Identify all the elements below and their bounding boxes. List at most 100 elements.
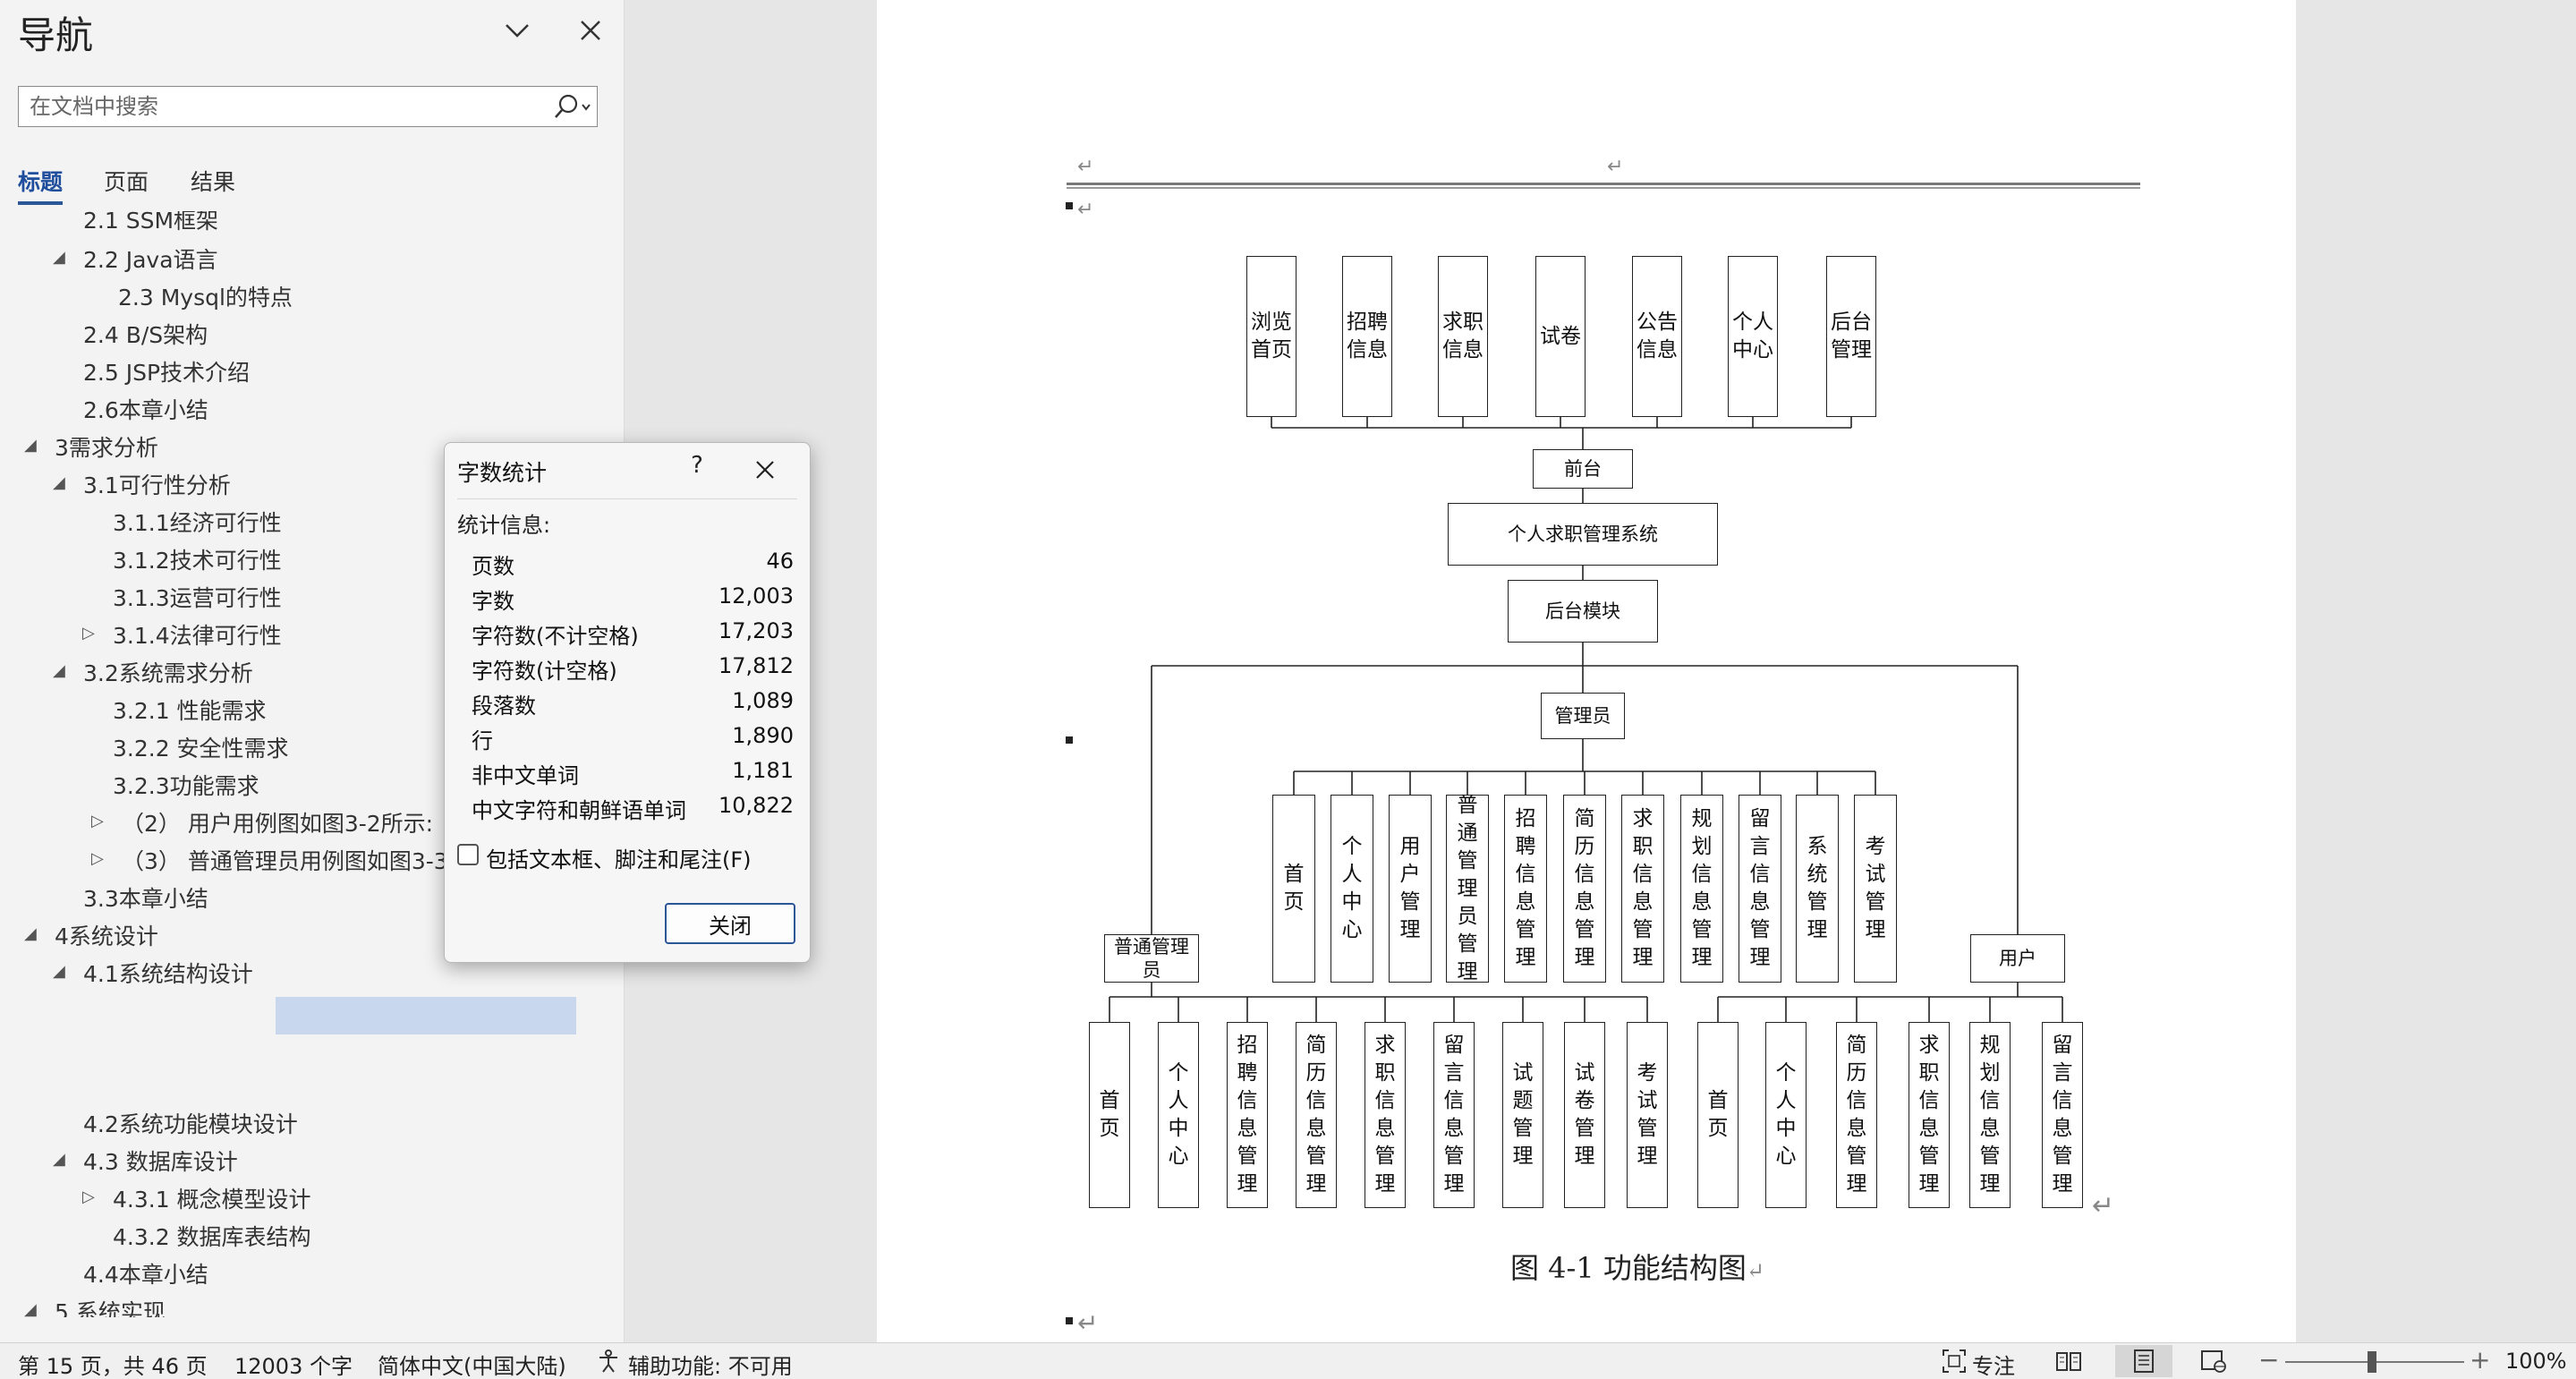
user-box-label: 用户 [1999,948,2036,969]
nav-heading-item[interactable]: ▷4.3.1 概念模型设计 [82,1182,311,1218]
nav-heading-label: 5 系统实现 [55,1299,166,1317]
tab-pages[interactable]: 页面 [104,169,149,195]
zoom-in-button[interactable]: + [2470,1345,2491,1375]
page-count[interactable]: 第 15 页，共 46 页 [18,1354,208,1379]
nav-heading-item[interactable]: 3.1.3运营可行性 [113,581,282,617]
search-icon[interactable] [548,90,597,123]
nav-heading-item[interactable]: 4.4本章小结 [83,1257,208,1293]
expanded-triangle-icon[interactable]: ◢ [53,248,65,267]
expanded-triangle-icon[interactable]: ◢ [24,924,37,943]
nav-heading-item[interactable]: ◢3需求分析 [24,430,158,466]
frontend-box-label: 前台 [1564,458,1602,480]
nav-heading-item[interactable]: 2.5 JSP技术介绍 [83,355,250,391]
expanded-triangle-icon[interactable]: ◢ [24,436,37,455]
close-icon[interactable] [749,454,781,486]
stat-value: 17,812 [718,653,794,678]
help-button[interactable]: ? [691,452,703,479]
include-textboxes-checkbox[interactable] [457,844,479,865]
nav-heading-label: （3） 普通管理员用例图如图3-3所示 [122,848,493,874]
paragraph-bullet [1066,202,1073,209]
language[interactable]: 简体中文(中国大陆) [378,1354,566,1379]
admin-module-box: 用户管理 [1389,795,1432,983]
admin-module-box-label: 个人中心 [1341,835,1363,941]
frontend-module-box: 公告信息 [1632,256,1682,417]
accessibility-icon[interactable] [594,1347,623,1375]
chevron-down-icon[interactable] [499,13,535,48]
nav-heading-label: 4.2系统功能模块设计 [83,1111,298,1137]
nav-heading-item[interactable]: ◢3.2系统需求分析 [53,656,253,692]
normal-admin-module-box: 简历信息管理 [1296,1022,1337,1208]
search-input[interactable] [19,87,547,126]
print-layout-icon[interactable] [2130,1347,2158,1375]
user-module-box-label: 个人中心 [1775,1061,1797,1168]
paragraph-mark: ↵ [1077,1308,1099,1338]
expanded-triangle-icon[interactable]: ◢ [53,962,65,981]
nav-heading-item[interactable]: ◢2.2 Java语言 [53,243,218,278]
nav-heading-label: 3.3本章小结 [83,886,208,912]
accessibility-status[interactable]: 辅助功能: 不可用 [628,1354,793,1379]
admin-module-box: 求职信息管理 [1621,795,1664,983]
stat-label: 字符数(计空格) [472,659,617,684]
nav-search-box [18,86,598,127]
admin-module-box-label: 用户管理 [1399,835,1421,941]
header-rule [1067,187,2140,189]
admin-module-box: 个人中心 [1331,795,1373,983]
collapsed-triangle-icon[interactable]: ▷ [91,849,104,868]
zoom-out-button[interactable]: − [2258,1345,2280,1375]
expanded-triangle-icon[interactable]: ◢ [24,1300,37,1317]
web-layout-icon[interactable] [2199,1347,2228,1375]
document-page[interactable]: ↵ ↵ ↵ 浏览首页招聘信息求职信息试卷公告信息个人中心后台管理前台个人求职管理… [877,0,2296,1342]
nav-heading-item[interactable]: 3.2.1 性能需求 [113,694,267,729]
nav-heading-item[interactable]: 4.2系统功能模块设计 [83,1107,298,1143]
nav-heading-item[interactable]: 2.6本章小结 [83,393,208,429]
normal-admin-box-label: 普通管理员 [1114,936,1189,981]
collapsed-triangle-icon[interactable]: ▷ [82,624,95,643]
focus-mode[interactable]: 专注 [1972,1354,2015,1379]
collapsed-triangle-icon[interactable]: ▷ [82,1187,95,1206]
zoom-slider-thumb[interactable] [2368,1351,2376,1373]
frontend-module-box: 求职信息 [1438,256,1488,417]
tab-headings[interactable]: 标题 [18,169,64,195]
user-module-box: 求职信息管理 [1909,1022,1950,1208]
dialog-divider [457,498,797,499]
tab-selected-indicator [18,201,63,205]
nav-heading-item[interactable]: ▷（2） 用户用例图如图3-2所示: [91,806,433,842]
close-button[interactable]: 关闭 [665,903,795,944]
nav-heading-item[interactable]: 2.3 Mysql的特点 [118,280,293,316]
nav-heading-item[interactable]: 3.2.3功能需求 [113,769,259,804]
read-mode-icon[interactable] [2054,1347,2083,1375]
close-icon[interactable] [573,13,608,48]
nav-heading-item[interactable]: 4.3.2 数据库表结构 [113,1220,311,1256]
nav-heading-item[interactable]: 2.1 SSM框架 [83,211,218,239]
nav-heading-item[interactable]: 2.4 B/S架构 [83,318,208,353]
frontend-module-box: 试卷 [1535,256,1586,417]
focus-icon[interactable] [1940,1347,1968,1375]
nav-heading-item[interactable]: ◢4.1系统结构设计 [53,957,253,992]
user-module-box-label: 规划信息管理 [1979,1034,2001,1196]
nav-heading-item[interactable]: ◢4系统设计 [24,919,158,955]
nav-heading-item[interactable]: ▷3.1.4法律可行性 [82,618,282,654]
nav-heading-item[interactable]: 3.3本章小结 [83,881,208,917]
include-textboxes-label[interactable]: 包括文本框、脚注和尾注(F) [486,847,752,873]
expanded-triangle-icon[interactable]: ◢ [53,473,65,492]
normal-admin-module-box: 首页 [1089,1022,1130,1208]
normal-admin-module-box: 试卷管理 [1564,1022,1605,1208]
tab-results[interactable]: 结果 [191,169,236,195]
expanded-triangle-icon[interactable]: ◢ [53,661,65,680]
nav-heading-item[interactable]: 3.2.2 安全性需求 [113,731,289,767]
collapsed-triangle-icon[interactable]: ▷ [91,812,104,830]
nav-heading-item[interactable]: ◢4.3 数据库设计 [53,1145,238,1180]
nav-heading-item[interactable]: 3.1.1经济可行性 [113,506,282,541]
word-count[interactable]: 12003 个字 [234,1354,353,1379]
normal-admin-module-box-label: 招聘信息管理 [1237,1034,1258,1196]
nav-heading-label: 2.6本章小结 [83,397,208,423]
expanded-triangle-icon[interactable]: ◢ [53,1150,65,1169]
nav-heading-item[interactable]: ◢3.1可行性分析 [53,468,231,504]
nav-heading-item[interactable]: ▷ （3） 普通管理员用例图如图3-3所示 [91,844,493,880]
nav-heading-label: 2.4 B/S架构 [83,322,208,348]
nav-heading-item[interactable]: 3.1.2技术可行性 [113,543,282,579]
nav-heading-item[interactable]: ◢ 5 系统实现 [24,1295,166,1317]
normal-admin-module-box-label: 首页 [1099,1089,1120,1140]
zoom-level[interactable]: 100% [2505,1349,2567,1374]
